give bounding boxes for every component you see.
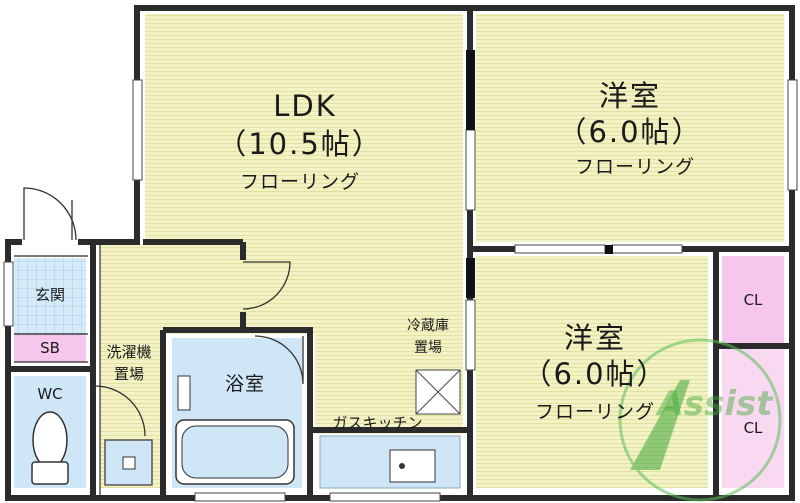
entrance-opening: [22, 235, 78, 247]
toilet-fixture: [31, 411, 69, 485]
ldk-name: LDK: [273, 89, 337, 123]
washer-drain: [122, 456, 136, 470]
windows: [3, 79, 798, 502]
closet1-label: CL: [743, 291, 763, 309]
room1-floor-type: フローリング: [574, 156, 695, 178]
entrance-label: 玄関: [34, 286, 65, 304]
bath-label: 浴室: [224, 373, 265, 395]
washer-label-1: 洗濯機: [106, 343, 152, 361]
room1-name: 洋室: [598, 79, 661, 113]
shoe-box-label: SB: [40, 339, 60, 357]
fridge-space: [415, 369, 461, 415]
washer-label-2: 置場: [113, 365, 144, 383]
bath-faucet: [177, 375, 191, 411]
fridge-label-2: 置場: [414, 340, 442, 356]
ldk-lower-floor: [100, 244, 240, 334]
toilet-label: WC: [37, 385, 63, 403]
walls: [5, 5, 795, 501]
kitchen-sink: [389, 449, 436, 483]
shoe-box: [14, 334, 86, 362]
closet2-label: CL: [743, 419, 763, 437]
room2-floor-type: フローリング: [534, 401, 655, 423]
ldk-floor-type: フローリング: [239, 171, 360, 193]
kitchen-area-floor: [240, 244, 463, 334]
room1-floor: [476, 14, 784, 242]
room2-size: （6.0帖）: [522, 357, 668, 391]
fridge-label-1: 冷蔵庫: [407, 318, 449, 334]
wall-inner-lines: [14, 242, 101, 498]
bathtub-inner: [181, 425, 289, 479]
closet2-floor: [722, 346, 784, 488]
doors: [23, 187, 304, 437]
kitchen-label: ガスキッチン: [332, 414, 423, 432]
entrance-floor: [14, 258, 86, 334]
ldk-size: （10.5帖）: [217, 127, 383, 161]
watermark-logo: [618, 338, 782, 502]
room1-size: （6.0帖）: [557, 115, 703, 149]
ldk-floor: [145, 14, 463, 244]
room2-name: 洋室: [563, 321, 626, 355]
sink-drain: [399, 463, 405, 469]
closet1-floor: [722, 256, 784, 346]
room2-floor: [476, 256, 708, 488]
wall-black-segments: [466, 50, 613, 298]
watermark-text: Assist: [657, 384, 773, 424]
